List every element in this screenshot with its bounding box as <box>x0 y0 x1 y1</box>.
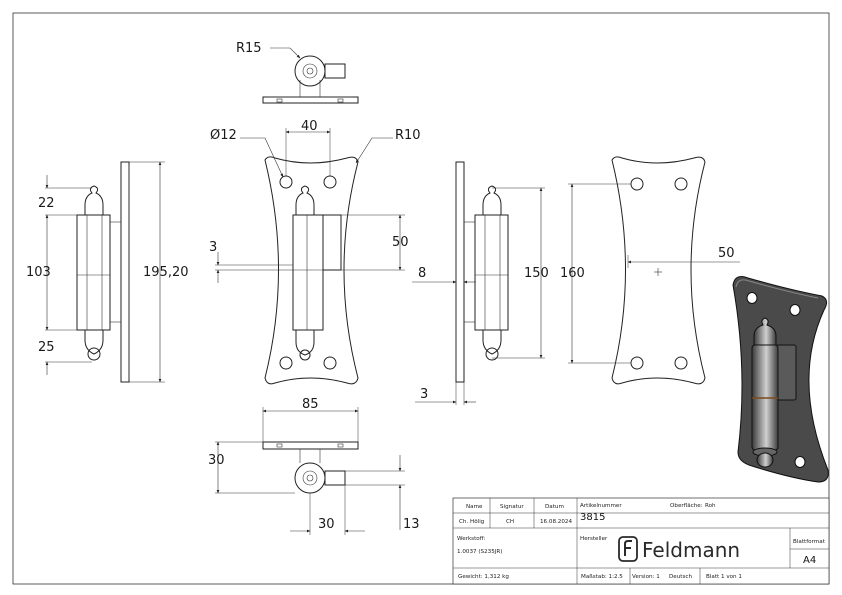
tb-brand: Feldmann <box>642 538 740 562</box>
top-view: R15 <box>236 41 359 104</box>
dim-total-height: 195,20 <box>143 265 189 280</box>
dim-corner-radius: R10 <box>395 128 421 143</box>
dim-plate-thickness-left: 3 <box>209 240 217 255</box>
tb-blatt: Blatt 1 von 1 <box>706 574 742 580</box>
tb-gewicht: Gewicht: 1,312 kg <box>458 574 509 580</box>
dim-plate-thickness-side: 3 <box>420 387 428 402</box>
dim-offset-8: 8 <box>418 266 426 281</box>
dim-hole-vertical-spacing: 160 <box>560 266 585 281</box>
dim-knob-bottom: 25 <box>38 340 55 355</box>
tb-artikel-label: Artikelnummer <box>580 503 622 509</box>
tb-name-label: Name <box>466 504 483 510</box>
dim-hole-diameter: Ø12 <box>210 128 237 143</box>
tb-artikel-value: 3815 <box>580 512 605 523</box>
tb-datum-value: 16.08.2024 <box>540 519 572 525</box>
tb-hersteller-label: Hersteller <box>580 536 608 542</box>
front-view: 40 Ø12 R10 50 3 <box>209 119 421 385</box>
tb-signatur-label: Signatur <box>500 504 524 510</box>
dim-barrel-length: 103 <box>26 265 51 280</box>
tb-signatur-value: CH <box>506 519 514 525</box>
tb-massstab: Maßstab: 1:2.5 <box>581 574 623 580</box>
tb-oberflaeche-label: Oberfläche: <box>670 503 703 509</box>
right-side-view: 150 8 3 <box>412 161 549 405</box>
drawing-frame <box>12 12 830 585</box>
bottom-view: 85 30 30 13 <box>208 397 420 535</box>
tb-blattformat-label: Blattformat <box>793 539 826 545</box>
dim-bottom-offset: 30 <box>318 517 335 532</box>
isometric-render <box>732 276 829 483</box>
dim-bottom-depth: 30 <box>208 453 225 468</box>
tb-werkstoff-value: 1.0037 (S235JR) <box>457 549 502 555</box>
left-side-view: 22 103 25 195,20 <box>26 161 189 383</box>
tb-blattformat-value: A4 <box>803 555 816 566</box>
tb-oberflaeche-value: Roh <box>705 503 716 509</box>
dim-top-radius: R15 <box>236 41 262 56</box>
dim-bottom-width: 85 <box>302 397 319 412</box>
tb-version: Version: 1 <box>632 574 660 580</box>
dim-side-height: 150 <box>524 266 549 281</box>
dim-half-width: 50 <box>718 246 735 261</box>
feldmann-logo-icon <box>618 536 638 562</box>
dim-pin-height: 50 <box>392 235 409 250</box>
dim-hole-spacing: 40 <box>301 119 318 134</box>
title-block: Name Signatur Datum Artikelnummer Oberfl… <box>452 497 830 585</box>
dim-bottom-edge: 13 <box>403 517 420 532</box>
tb-datum-label: Datum <box>545 504 564 510</box>
dim-knob-top: 22 <box>38 196 55 211</box>
tb-sprache: Deutsch <box>669 574 692 580</box>
tb-werkstoff-label: Werkstoff: <box>457 536 486 542</box>
tb-name-value: Ch. Hölig <box>459 519 485 525</box>
back-plate-view: 160 50 <box>560 156 740 385</box>
